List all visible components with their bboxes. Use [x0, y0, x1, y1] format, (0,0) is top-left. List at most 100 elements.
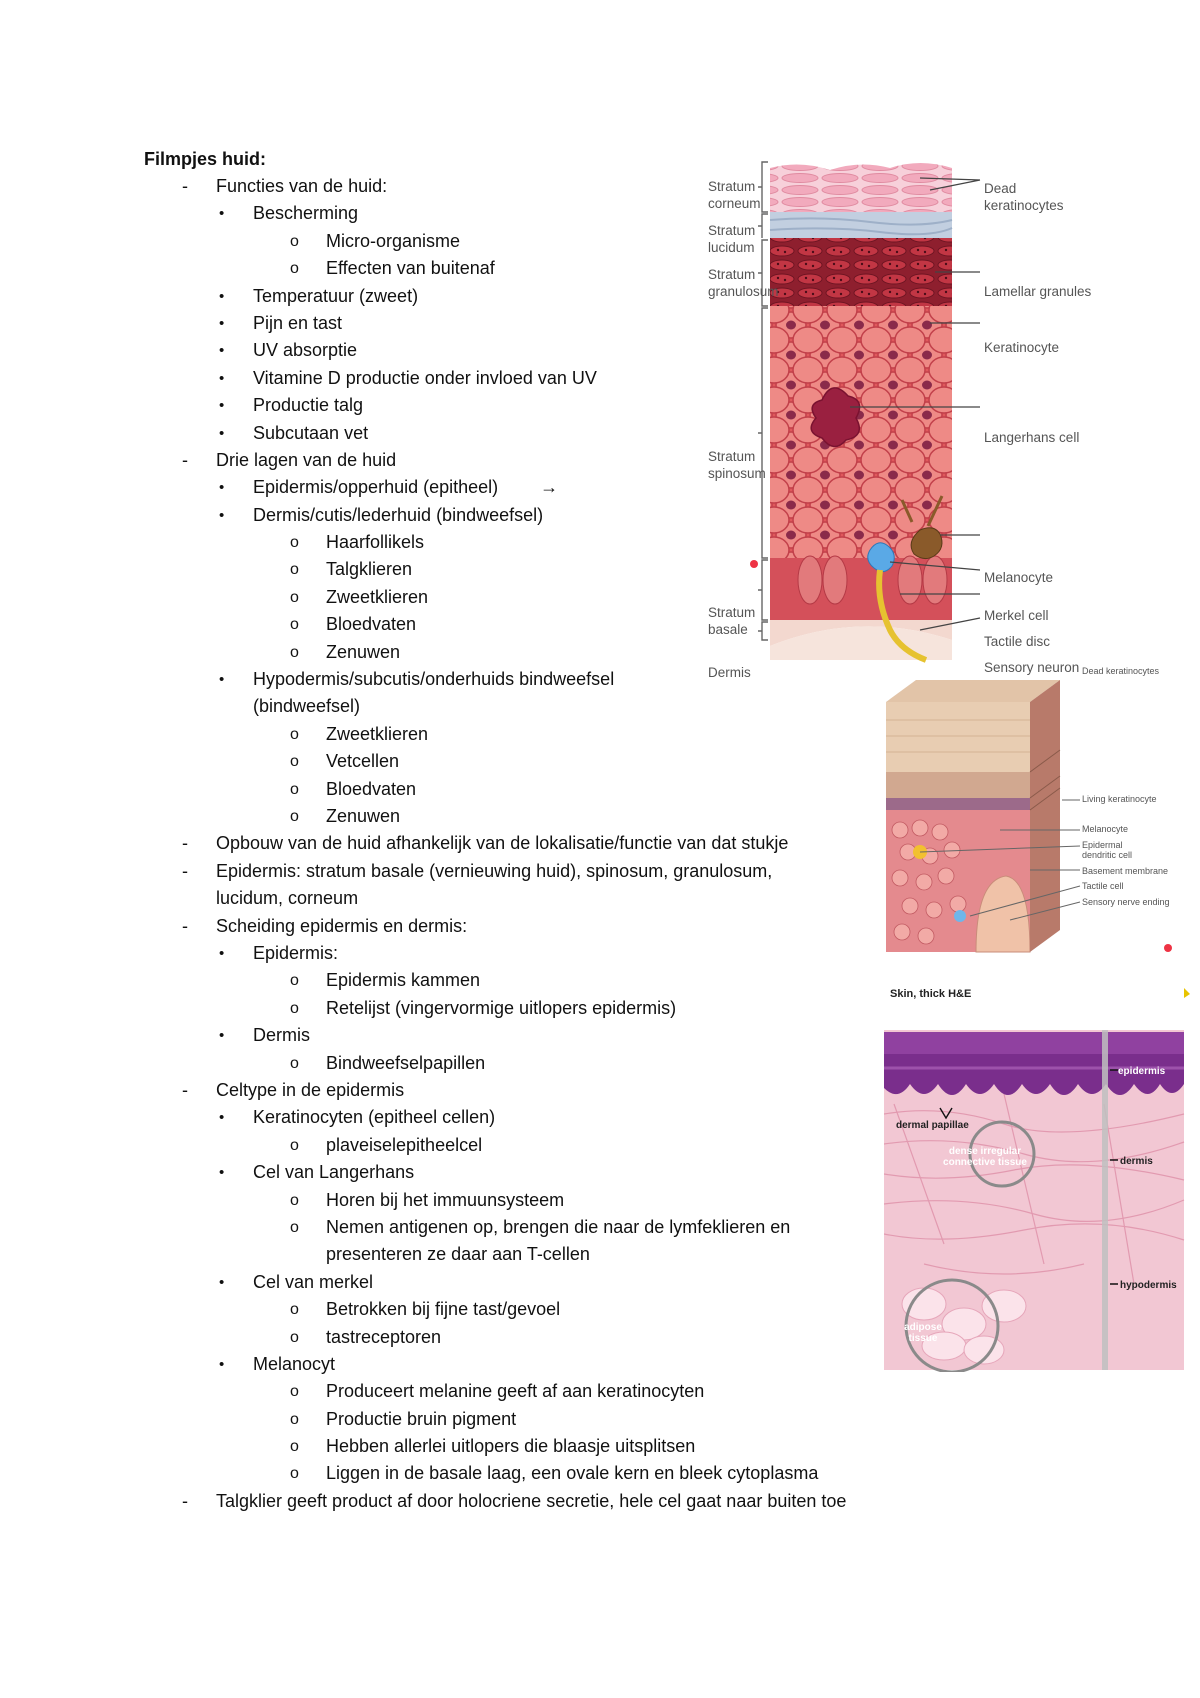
- bullet-marker: •: [219, 479, 225, 497]
- outline-item-label: Betrokken bij fijne tast/gevoel: [326, 1299, 561, 1320]
- circle-marker: o: [290, 725, 299, 743]
- label-merkel-cell: Merkel cell: [984, 608, 1049, 623]
- outline-item-level-2: •Productie talg: [144, 392, 904, 419]
- outline-item-level-2: • Epidermis/opperhuid (epitheel)→: [144, 474, 904, 501]
- circle-marker: o: [290, 260, 299, 278]
- label-melanocyte: Melanocyte: [984, 570, 1054, 585]
- label-keratinocyte: Keratinocyte: [984, 340, 1060, 355]
- outline-item-level-1: -Epidermis: stratum basale (vernieuwing …: [144, 858, 904, 913]
- circle-marker: o: [290, 561, 299, 579]
- outline-item-level-2: • Bescherming: [144, 200, 904, 227]
- outline-item-label: Horen bij het immuunsysteem: [326, 1189, 565, 1210]
- outline-item-label: Vitamine D productie onder invloed van U…: [253, 367, 597, 388]
- outline-item-text: Celtype in de epidermis: [216, 1077, 904, 1104]
- circle-marker: o: [290, 1410, 299, 1428]
- outline-item-label: Dermis/cutis/lederhuid (bindweefsel): [253, 504, 544, 525]
- outline-item-text: Zweetklieren: [326, 584, 904, 611]
- outline-item-text: UV absorptie: [253, 337, 904, 364]
- circle-marker: o: [290, 808, 299, 826]
- label-lamellar-granules: Lamellar granules: [984, 284, 1092, 299]
- outline-item-label: Zweetklieren: [326, 586, 429, 607]
- circle-marker: o: [290, 232, 299, 250]
- outline-item-label: Functies van de huid:: [216, 176, 388, 196]
- outline-item-text: Melanocyt: [253, 1351, 904, 1378]
- outline-item-level-3: o Talgklieren: [144, 556, 904, 583]
- outline-item-level-1: -Functies van de huid:: [144, 173, 904, 200]
- label-stratum-lucidum: Stratum lucidum: [708, 223, 756, 255]
- histology-micrograph: [884, 984, 1192, 1372]
- outline-item-level-3: o Micro-organisme: [144, 228, 904, 255]
- label-dermis: Dermis: [708, 665, 751, 680]
- outline-item-text: Opbouw van de huid afhankelijk van de lo…: [216, 830, 904, 857]
- outline-item-label: Scheiding epidermis en dermis:: [216, 915, 468, 936]
- outline-item-label: Celtype in de epidermis: [216, 1079, 405, 1100]
- outline-item-label: UV absorptie: [253, 340, 358, 361]
- circle-marker: o: [290, 1136, 299, 1154]
- outline-item-level-3: o Produceert melanine geeft af aan kerati…: [144, 1378, 904, 1405]
- circle-marker: o: [290, 534, 299, 552]
- dash-marker: -: [182, 915, 188, 936]
- outline-item-level-2: • Vitamine D productie onder invloed van …: [144, 365, 904, 392]
- outline-item-text: Epidermis/opperhuid (epitheel)→: [253, 474, 904, 501]
- circle-marker: o: [290, 1054, 299, 1072]
- outline-item-level-3: o Zweetklieren: [144, 584, 904, 611]
- outline-item-label: Talgklieren: [326, 559, 413, 580]
- outline-item-level-2: •Dermis: [144, 1022, 904, 1049]
- outline-item-text: Liggen in de basale laag, een ovale kern…: [326, 1460, 904, 1487]
- outline-item-label: Temperatuur (zweet): [253, 285, 419, 306]
- dash-marker: -: [182, 1079, 188, 1100]
- circle-marker: o: [290, 588, 299, 606]
- outline-item-text: Dermis/cutis/lederhuid (bindweefsel): [253, 502, 904, 529]
- outline-item-text: Bescherming: [253, 200, 904, 227]
- outline-item-text: Scheiding epidermis en dermis:: [216, 913, 904, 940]
- outline-item-level-3: o Zweetklieren: [144, 721, 904, 748]
- bullet-marker: •: [219, 369, 225, 387]
- outline-item-label: Opbouw van de huid afhankelijk van de lo…: [216, 833, 789, 854]
- outline-item-text: Micro-organisme: [326, 228, 904, 255]
- label-stratum-spinosum: Stratum spinosum: [708, 449, 766, 481]
- outline-item-text: Dermis: [253, 1022, 904, 1049]
- outline-item-level-1: - Celtype in de epidermis: [144, 1077, 904, 1104]
- bullet-marker: •: [219, 1273, 225, 1291]
- outline-item-label: Produceert melanine geeft af aan keratin…: [326, 1381, 705, 1402]
- page-title: Filmpjes huid:: [144, 149, 267, 169]
- bullet-marker: •: [219, 342, 225, 360]
- outline-item-label: Zweetklieren: [326, 723, 429, 744]
- outline-item-text: Subcutaan vet: [253, 420, 904, 447]
- outline-item-text: tastreceptoren: [326, 1324, 904, 1351]
- outline-item-text: Bloedvaten: [326, 611, 904, 638]
- circle-marker: o: [290, 753, 299, 771]
- circle-marker: o: [290, 643, 299, 661]
- outline-item-level-2: • UV absorptie: [144, 337, 904, 364]
- circle-marker: o: [290, 972, 299, 990]
- outline-item-level-1: -Opbouw van de huid afhankelijk van de l…: [144, 830, 904, 857]
- label-sensory-neuron: Sensory neuron: [984, 660, 1080, 675]
- circle-marker: o: [290, 999, 299, 1017]
- outline-item-label: Nemen antigenen op, brengen die naar de …: [326, 1216, 791, 1265]
- bullet-marker: •: [219, 397, 225, 415]
- circle-marker: o: [290, 1383, 299, 1401]
- label-stratum-corneum: Stratum corneum: [708, 179, 761, 211]
- outline-item-label: Haarfollikels: [326, 532, 425, 553]
- outline-item-text: Talgklier geeft product af door holocrie…: [216, 1488, 904, 1515]
- outline-item-text: Functies van de huid:: [216, 173, 904, 200]
- bullet-marker: •: [219, 205, 225, 223]
- epidermis-layers-illustration: [750, 161, 981, 663]
- label-he-epidermis: epidermis: [1118, 1066, 1166, 1077]
- label-tactile-disc: Tactile disc: [984, 634, 1051, 649]
- circle-marker: o: [290, 1301, 299, 1319]
- outline-item-level-2: •Melanocyt: [144, 1351, 904, 1378]
- dash-marker: -: [182, 449, 188, 470]
- outline-item-label: Effecten van buitenaf: [326, 258, 495, 279]
- notes-text: Filmpjes huid: -Functies van de huid:•Be…: [144, 146, 904, 1515]
- outline-item-level-1: -Drie lagen van de huid: [144, 447, 904, 474]
- outline-item-label: Dermis: [253, 1025, 310, 1046]
- outline-item-level-3: o Betrokken bij fijne tast/gevoel: [144, 1296, 904, 1323]
- outline-item-text: Hypodermis/subcutis/onderhuids bindweefs…: [253, 666, 673, 721]
- outline-item-label: Bindweefselpapillen: [326, 1052, 486, 1073]
